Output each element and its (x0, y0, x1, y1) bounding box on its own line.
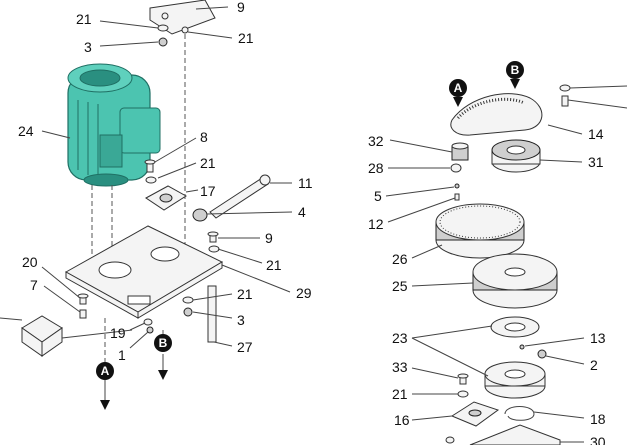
label-25: 25 (392, 278, 408, 294)
label-29: 29 (296, 285, 312, 301)
shaft-11 (209, 174, 271, 219)
label-26: 26 (392, 251, 408, 267)
washer-21f (457, 390, 469, 398)
label-4: 4 (298, 204, 306, 220)
label-16: 16 (394, 412, 410, 428)
label-21f: 21 (392, 386, 408, 402)
nut-28 (450, 163, 462, 173)
label-12: 12 (368, 216, 384, 232)
label-2: 2 (590, 357, 598, 373)
svg-text:A: A (101, 364, 110, 378)
nut-3b (183, 307, 193, 317)
bearing-23a (490, 316, 540, 338)
label-1: 1 (118, 347, 126, 363)
label-3b: 3 (237, 312, 245, 328)
label-23: 23 (392, 330, 408, 346)
circlip-18 (504, 406, 535, 421)
bolt-top-right (561, 95, 569, 107)
label-24: 24 (18, 123, 34, 139)
label-21a: 21 (76, 11, 92, 27)
bolt-9b (207, 231, 219, 243)
label-32: 32 (368, 133, 384, 149)
bolt-bottom-left (445, 436, 455, 444)
pin-5 (454, 183, 460, 189)
svg-text:B: B (511, 63, 520, 77)
label-9b: 9 (265, 230, 273, 246)
washer-21e (182, 296, 194, 304)
part-19 (143, 318, 153, 326)
bolt-7 (79, 309, 87, 319)
part-labels: 21 3 9 21 24 8 21 17 11 4 9 21 20 7 29 2… (18, 0, 606, 445)
bolt-33 (457, 373, 469, 385)
pulley-31 (491, 139, 541, 173)
label-21e: 21 (237, 286, 253, 302)
nut-2 (537, 349, 547, 359)
label-33: 33 (392, 359, 408, 375)
pin-13 (519, 344, 525, 350)
label-28: 28 (368, 160, 384, 176)
bushing-32 (451, 142, 469, 161)
marker-a-right: A (449, 79, 467, 97)
label-19: 19 (110, 325, 126, 341)
label-30: 30 (590, 434, 606, 445)
bolt-20 (77, 293, 89, 305)
gear-25 (472, 253, 558, 309)
marker-b-left: B (154, 334, 172, 352)
nut-3a (158, 37, 168, 47)
label-11: 11 (298, 175, 313, 191)
bottom-bracket (469, 424, 561, 445)
label-7: 7 (30, 277, 38, 293)
flange-16 (450, 401, 500, 427)
label-17: 17 (200, 183, 216, 199)
label-14: 14 (588, 126, 604, 142)
svg-text:B: B (159, 336, 168, 350)
leader-lines (41, 6, 627, 443)
part-1 (146, 326, 154, 334)
bushing-4 (192, 208, 208, 222)
label-18: 18 (590, 411, 606, 427)
base-plate (64, 225, 224, 319)
washer-top-right (559, 84, 571, 92)
washer-21d (208, 245, 220, 253)
bolt-8 (144, 159, 156, 173)
washer-21c (145, 176, 157, 184)
label-3a: 3 (84, 39, 92, 55)
label-9a: 9 (237, 0, 245, 15)
label-13: 13 (590, 330, 606, 346)
label-8: 8 (200, 129, 208, 145)
marker-a-left: A (96, 362, 114, 380)
flange-17 (145, 185, 187, 211)
belt-14 (450, 93, 543, 136)
marker-b-right: B (506, 61, 524, 79)
label-31: 31 (588, 154, 604, 170)
svg-text:A: A (454, 81, 463, 95)
label-21b: 21 (238, 30, 254, 46)
label-21c: 21 (200, 155, 216, 171)
label-21d: 21 (266, 257, 282, 273)
motor (67, 63, 161, 187)
label-27: 27 (237, 339, 253, 355)
label-5: 5 (374, 188, 382, 204)
terminal-box (21, 315, 63, 357)
gear-26 (435, 203, 525, 259)
bearing-23b (484, 361, 546, 399)
pin-12 (454, 193, 460, 201)
washer-21a (157, 24, 169, 32)
label-20: 20 (22, 254, 38, 270)
